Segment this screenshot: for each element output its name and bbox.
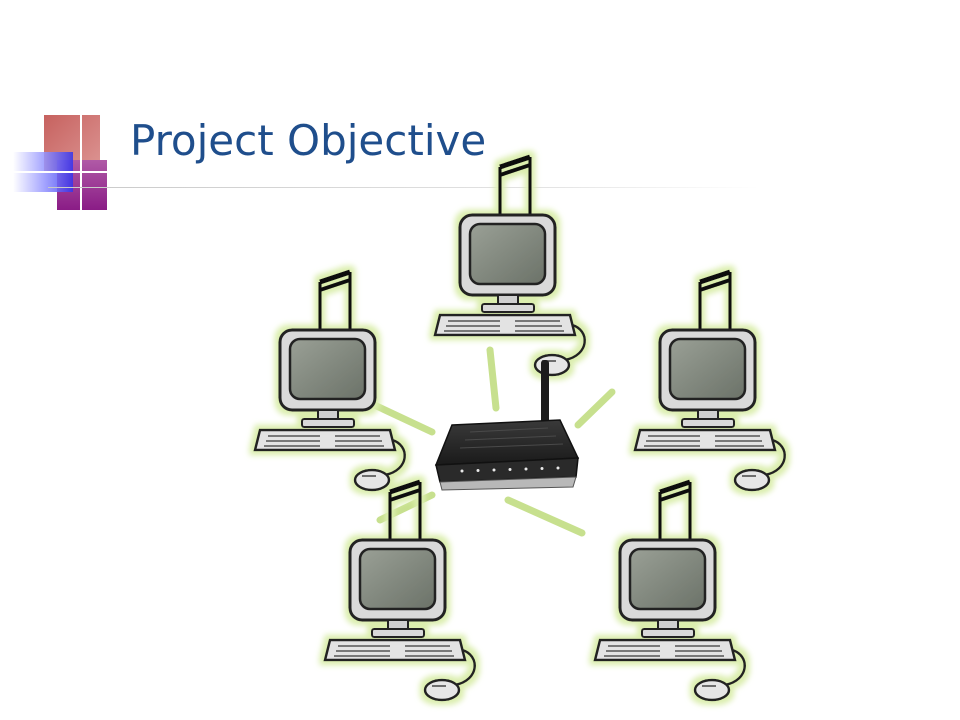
computer-lower-left	[325, 482, 475, 700]
wireless-router-icon	[434, 360, 580, 491]
computer-upper-left	[255, 272, 405, 490]
link-upper-right	[574, 388, 616, 429]
link-lower-right	[504, 496, 586, 537]
computer-lower-right	[595, 482, 745, 700]
computer-upper-right	[635, 272, 785, 490]
title-decoration	[10, 100, 135, 220]
link-upper-left	[364, 398, 436, 436]
link-top	[486, 346, 500, 412]
link-lower-left	[376, 491, 436, 524]
title-underline	[48, 187, 760, 188]
computer-top	[435, 157, 585, 375]
slide-title: Project Objective	[130, 116, 487, 165]
